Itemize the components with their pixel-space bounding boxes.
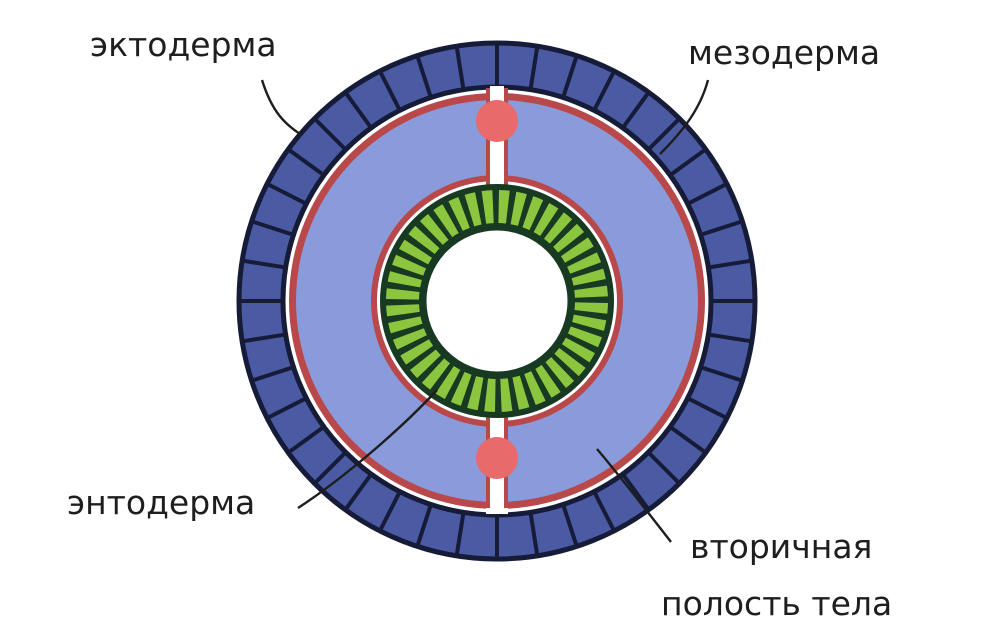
endoderm-cell (554, 347, 586, 377)
endoderm-cell (386, 288, 420, 300)
endoderm-cell (500, 378, 513, 412)
endoderm-cell (498, 190, 510, 224)
endoderm-cell (467, 376, 484, 411)
endoderm-cell (408, 225, 440, 255)
ectoderm-cell-divider (593, 71, 616, 110)
endoderm-cell (435, 365, 461, 399)
endoderm-cell (433, 204, 459, 238)
endoderm-cell (535, 364, 561, 398)
ectoderm-cell-divider (701, 219, 742, 237)
endoderm-cell (448, 196, 470, 231)
endoderm-cells (386, 190, 608, 412)
ectoderm-cell-divider (415, 56, 433, 97)
ectoderm-leader-line (260, 79, 301, 135)
ectoderm-cell-divider (593, 492, 616, 531)
coelom-label-line1: вторичная (690, 527, 873, 566)
endoderm-cell (388, 316, 423, 334)
ectoderm-cell-divider (252, 365, 293, 383)
mesoderm-label: мезодерма (688, 33, 881, 72)
endoderm-cell (399, 239, 433, 265)
endoderm-cell (392, 328, 427, 350)
endoderm-cell (574, 285, 608, 298)
ectoderm-cell-divider (314, 118, 346, 150)
endoderm-cell (571, 268, 606, 286)
endoderm-cell (545, 357, 575, 388)
endoderm-cell (561, 337, 595, 363)
endoderm-cell (410, 349, 441, 379)
ectoderm-cell-divider (670, 148, 706, 176)
endoderm-cell (574, 302, 608, 314)
endoderm-cell (553, 223, 584, 253)
ectoderm-cell-divider (288, 148, 324, 176)
endoderm-cell (560, 237, 594, 263)
ectoderm-cell-divider (243, 332, 284, 344)
ectoderm-cell-divider (701, 365, 742, 383)
ectoderm-cell-divider (688, 182, 727, 205)
ectoderm-cell-divider (710, 332, 751, 344)
endoderm-cell (481, 190, 494, 224)
ectoderm-cell-dividers (241, 45, 753, 557)
endoderm-cell (419, 214, 449, 245)
ventral-vessel (476, 437, 518, 479)
ectoderm-cell-divider (622, 92, 650, 128)
endoderm-cell (400, 339, 434, 365)
endoderm-leader-line (297, 389, 438, 510)
ectoderm-cell-divider (561, 56, 579, 97)
endoderm-cell (421, 358, 451, 390)
endoderm-label: энтодерма (67, 483, 256, 522)
ectoderm-cell-divider (344, 474, 372, 510)
endoderm-cell (392, 254, 427, 276)
endoderm-cell (522, 196, 544, 231)
endoderm-cell (533, 203, 559, 237)
ectoderm-cell-divider (688, 397, 727, 420)
endoderm-cell (450, 371, 472, 406)
ectoderm-cell-divider (288, 426, 324, 454)
endoderm-cell (386, 304, 420, 317)
ectoderm-cell-divider (561, 505, 579, 546)
endoderm-cell (387, 271, 422, 288)
ectoderm-cell-divider (454, 47, 466, 88)
endoderm-cell (543, 212, 573, 244)
ectoderm-cell-divider (243, 258, 284, 270)
ectoderm-cell-divider (344, 92, 372, 128)
ectoderm-cell-divider (314, 452, 346, 484)
ectoderm-cell-divider (267, 397, 306, 420)
coelom-label-line2: полость тела (661, 584, 893, 623)
ectoderm-label: эктодерма (90, 25, 277, 64)
ectoderm-cell-divider (528, 514, 540, 555)
endoderm-ring (380, 184, 614, 418)
ectoderm-cell-divider (528, 47, 540, 88)
endoderm-cell (524, 371, 546, 406)
dorsal-mesentery-line-right (504, 88, 508, 194)
ectoderm-cell-divider (454, 514, 466, 555)
endoderm-cell (512, 375, 530, 410)
endoderm-cell (567, 326, 602, 348)
ectoderm-cell-divider (378, 71, 401, 110)
ectoderm-cell-divider (648, 452, 680, 484)
ectoderm-cell-divider (710, 258, 751, 270)
endoderm-cell (572, 314, 607, 331)
dorsal-vessel (476, 100, 518, 142)
dorsal-mesentery-line-left (486, 88, 490, 194)
ectoderm-cell-divider (670, 426, 706, 454)
endoderm-cell (464, 192, 482, 227)
endoderm-cell (510, 191, 527, 226)
ectoderm-cell-divider (267, 182, 306, 205)
gut-lumen (421, 225, 573, 377)
ectoderm-cell-divider (378, 492, 401, 531)
ectoderm-cell-divider (622, 474, 650, 510)
mesoderm-leader-line (659, 79, 710, 155)
endoderm-cell (484, 378, 496, 412)
ectoderm-cell-divider (252, 219, 293, 237)
coelom-leader-line (596, 448, 672, 543)
endoderm-cell (567, 252, 602, 274)
ectoderm-cell-divider (415, 505, 433, 546)
ectoderm-cell-divider (648, 118, 680, 150)
